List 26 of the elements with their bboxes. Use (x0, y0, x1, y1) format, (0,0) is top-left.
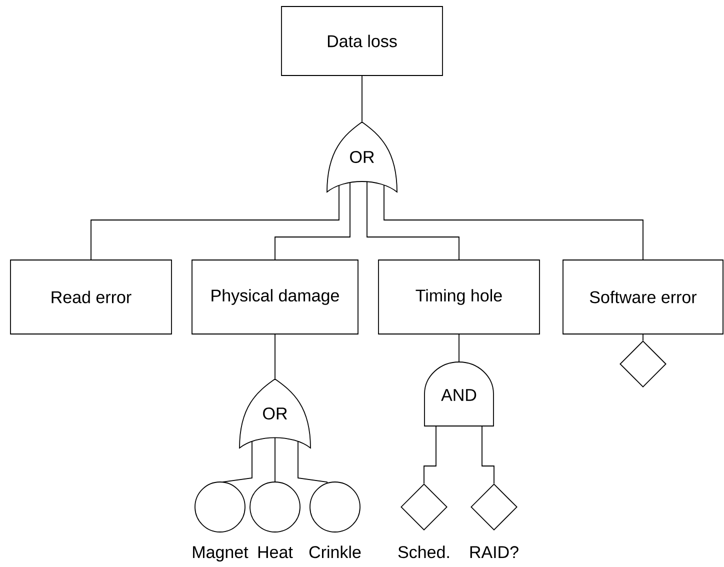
event-box: Read error (10, 260, 172, 334)
event-box: Timing hole (378, 260, 540, 334)
undeveloped-event-diamond (620, 340, 666, 388)
or-gate: OR (326, 122, 398, 192)
connector-line (90, 184, 340, 260)
connector-line (384, 184, 644, 260)
connector-line (424, 426, 436, 484)
connector-line (222, 440, 252, 483)
connector-line (366, 181, 460, 260)
event-box: Software error (562, 260, 724, 334)
connector-line (642, 334, 644, 341)
connector-line (274, 182, 350, 260)
connector-line (274, 437, 276, 482)
connector-line (482, 426, 494, 484)
event-label: Magnet (193, 546, 248, 562)
connector-line (298, 440, 328, 484)
connector-line (458, 334, 460, 363)
event-label: Heat (258, 546, 293, 558)
event-box: Physical damage (192, 260, 358, 334)
connector-line (274, 334, 276, 379)
event-label: Crinkle (309, 546, 361, 558)
event-box: Data loss (281, 6, 443, 76)
event-label: Sched. (398, 546, 449, 558)
event-label: RAID? (470, 546, 518, 558)
or-gate: OR (239, 378, 311, 448)
and-gate: AND (424, 362, 494, 426)
